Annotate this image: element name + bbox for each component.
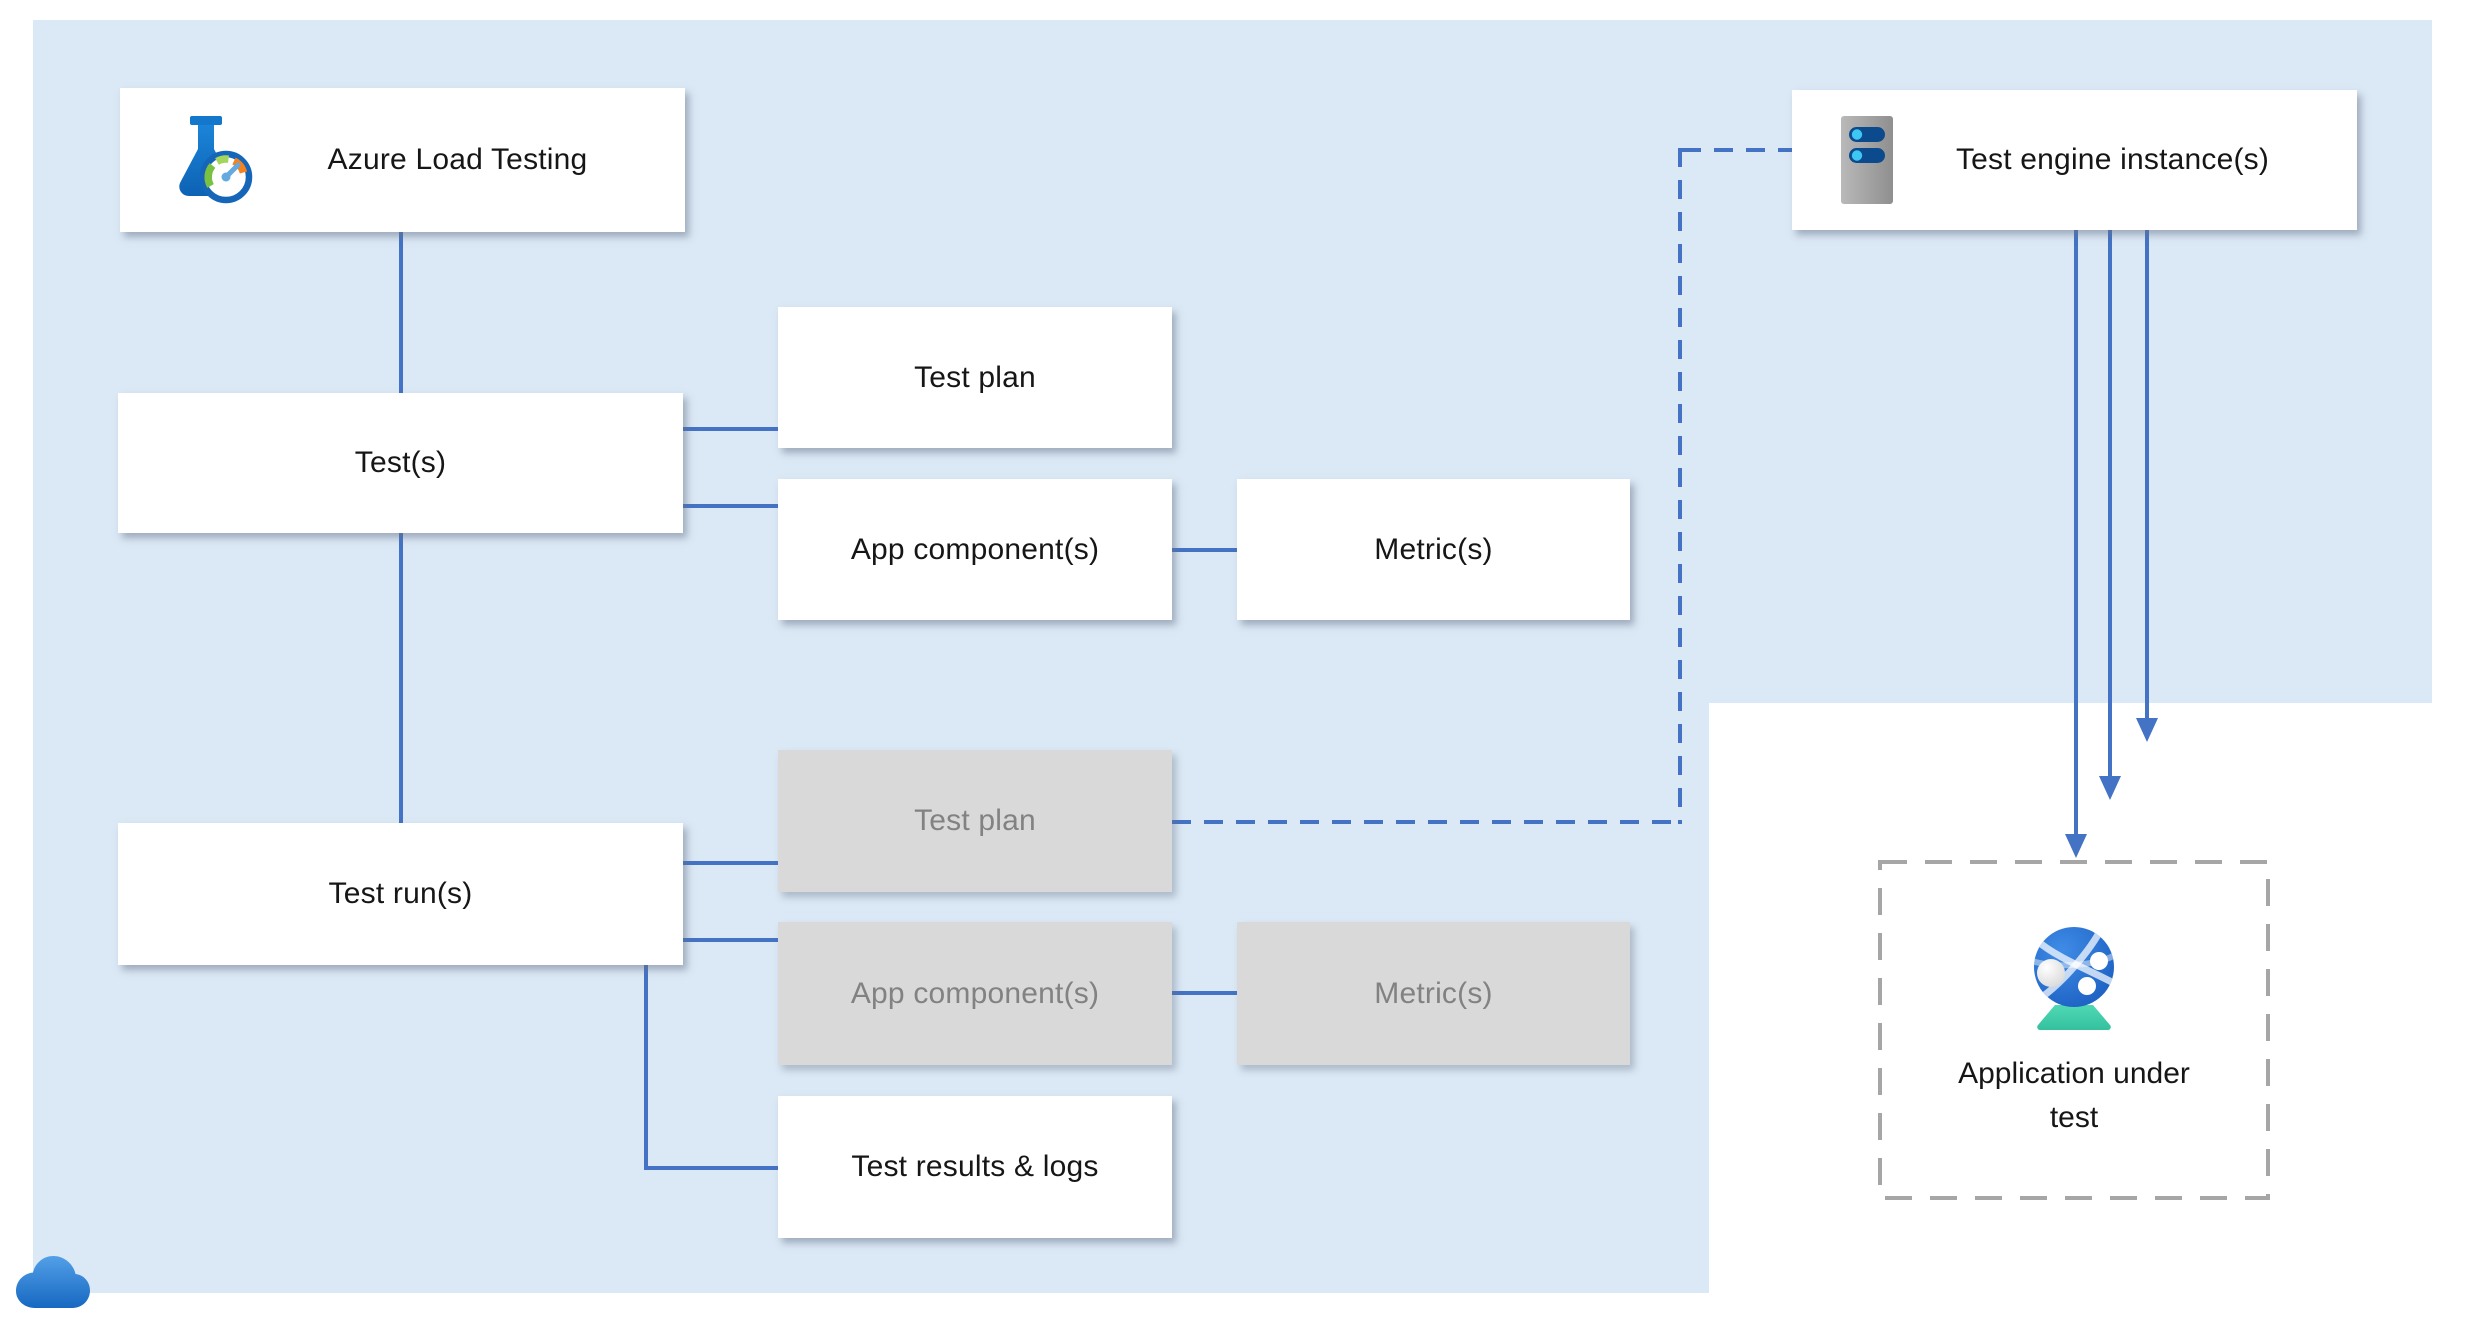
node-label: Test engine instance(s) (1955, 143, 2270, 176)
node-run-metrics: Metric(s) (1237, 922, 1630, 1065)
node-metrics: Metric(s) (1237, 479, 1630, 620)
dashed-connector-runtestplan-vertical (1678, 148, 1682, 824)
connector-tests-to-testplan (683, 427, 778, 431)
server-icon (1838, 114, 1896, 206)
connector-tests-to-testruns (399, 533, 403, 823)
node-azure-load-testing: Azure Load Testing (120, 88, 685, 232)
arrow-engine-to-app-2-head (2099, 776, 2121, 800)
node-test-runs: Test run(s) (118, 823, 683, 965)
node-label: Metric(s) (1374, 976, 1493, 1010)
connector-appcomponents-to-metrics (1172, 548, 1237, 552)
connector-testruns-to-run-appcomponents (683, 938, 778, 942)
node-label: Test run(s) (328, 877, 473, 910)
dashed-connector-to-testengine (1682, 148, 1792, 152)
load-testing-flask-icon (166, 114, 258, 206)
connector-testruns-to-results-horizontal (644, 1166, 778, 1170)
node-label: Test(s) (354, 446, 447, 479)
connector-alt-to-tests (399, 232, 403, 393)
node-test-results-logs: Test results & logs (778, 1096, 1172, 1238)
node-run-app-components: App component(s) (778, 922, 1172, 1065)
arrow-engine-to-app-2-line (2108, 230, 2112, 778)
node-label: Test plan (914, 360, 1036, 394)
node-run-test-plan: Test plan (778, 750, 1172, 892)
node-label: Metric(s) (1374, 532, 1493, 566)
dashed-border (1878, 860, 2270, 1200)
arrow-engine-to-app-3-head (2136, 718, 2158, 742)
node-label: Test plan (914, 804, 1036, 837)
arrow-engine-to-app-1-line (2074, 230, 2078, 836)
arrow-engine-to-app-3-line (2145, 230, 2149, 720)
connector-tests-to-appcomponents (683, 504, 778, 508)
node-app-components: App component(s) (778, 479, 1172, 620)
cloud-icon (14, 1252, 92, 1317)
node-tests: Test(s) (118, 393, 683, 533)
node-label: Test results & logs (851, 1150, 1099, 1183)
dashed-connector-runtestplan-horizontal (1172, 820, 1680, 824)
app-service-globe-icon (2011, 921, 2137, 1038)
node-label: Azure Load Testing (327, 143, 588, 176)
node-application-under-test: Application under test (1878, 860, 2270, 1200)
node-test-engine-instances: Test engine instance(s) (1792, 90, 2357, 230)
connector-testruns-to-run-testplan (683, 861, 778, 865)
connector-testruns-to-results-vertical (644, 965, 648, 1170)
connector-run-appcomponents-to-run-metrics (1172, 991, 1237, 995)
node-label: App component(s) (850, 532, 1100, 566)
node-label: Application under test (1958, 1057, 2190, 1134)
arrow-engine-to-app-1-head (2065, 834, 2087, 858)
node-label: App component(s) (850, 976, 1100, 1010)
node-test-plan: Test plan (778, 307, 1172, 448)
